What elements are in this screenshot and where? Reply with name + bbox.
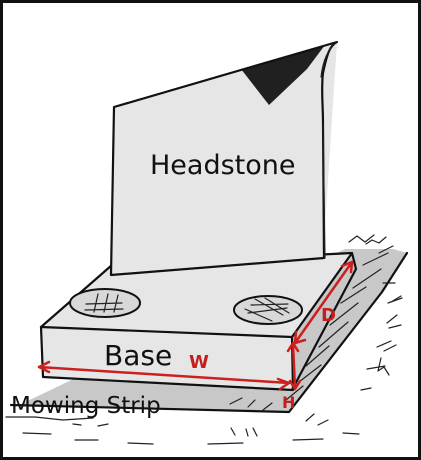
- base-label: Base: [104, 339, 172, 372]
- depth-label: D: [321, 305, 336, 326]
- headstone-diagram: Headstone Base Mowing Strip W D H: [3, 3, 421, 460]
- width-label: W: [189, 352, 209, 373]
- height-label: H: [282, 393, 295, 412]
- ground-edge-bottom: [23, 433, 359, 444]
- mowing-strip-label: Mowing Strip: [11, 393, 161, 419]
- headstone-label: Headstone: [150, 150, 296, 181]
